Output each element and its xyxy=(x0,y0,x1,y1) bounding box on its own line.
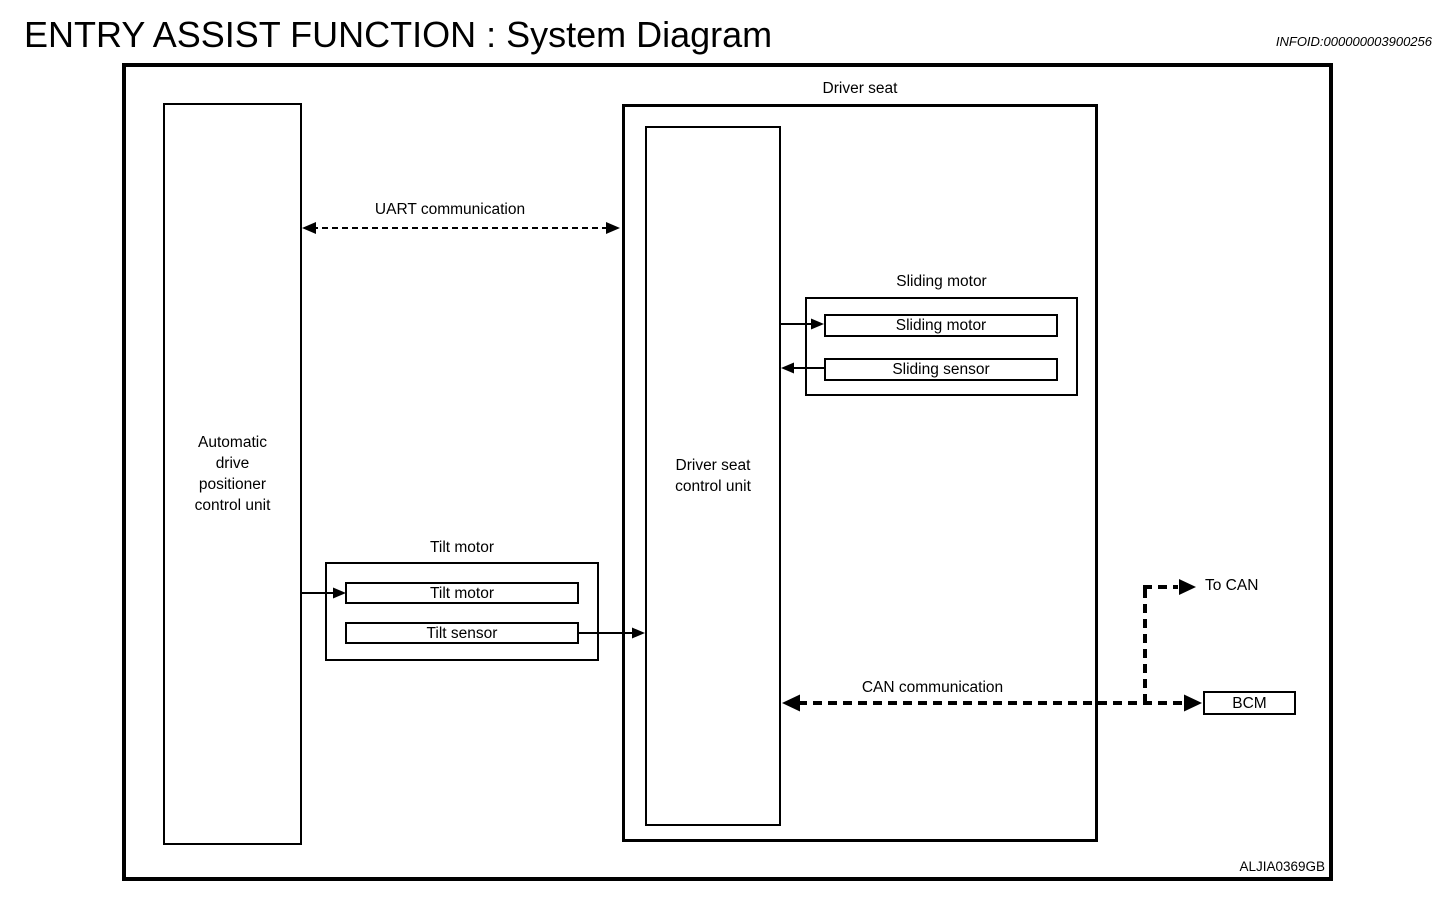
tilt-sensor-label: Tilt sensor xyxy=(426,624,498,642)
sliding-group-box xyxy=(805,297,1078,396)
tilt-group-label: Tilt motor xyxy=(429,539,494,556)
sliding-sensor-label: Sliding sensor xyxy=(892,361,990,378)
driver-seat-group-label: Driver seat xyxy=(822,80,898,97)
tilt-motor-box: Tilt motor xyxy=(345,582,579,604)
sliding-motor-box: Sliding motor xyxy=(824,314,1058,337)
to-can-label: To CAN xyxy=(1205,577,1259,594)
tilt-group-box xyxy=(325,562,599,661)
adp-control-unit-label: Automatic drive positioner control unit xyxy=(194,434,271,514)
driver-seat-control-unit-label: Driver seat control unit xyxy=(675,457,751,495)
bcm-box: BCM xyxy=(1203,691,1296,715)
diagram-frame xyxy=(122,63,1333,881)
figure-code: ALJIA0369GB xyxy=(1239,859,1325,874)
uart-communication-label: UART communication xyxy=(374,201,526,218)
driver-seat-control-unit-box: Driver seat control unit xyxy=(645,126,781,826)
tilt-motor-label: Tilt motor xyxy=(429,584,494,602)
sliding-sensor-box: Sliding sensor xyxy=(824,358,1058,381)
driver-seat-group-box xyxy=(622,104,1098,842)
sliding-motor-label: Sliding motor xyxy=(895,317,987,334)
tilt-sensor-box: Tilt sensor xyxy=(345,622,579,644)
infoid-reference: INFOID:000000003900256 xyxy=(1275,34,1432,49)
bcm-label: BCM xyxy=(1232,694,1267,712)
page-title: ENTRY ASSIST FUNCTION : System Diagram xyxy=(24,14,773,55)
adp-control-unit-box: Automatic drive positioner control unit xyxy=(163,103,302,845)
sliding-group-label: Sliding motor xyxy=(896,273,987,290)
can-communication-label: CAN communication xyxy=(861,679,1004,696)
